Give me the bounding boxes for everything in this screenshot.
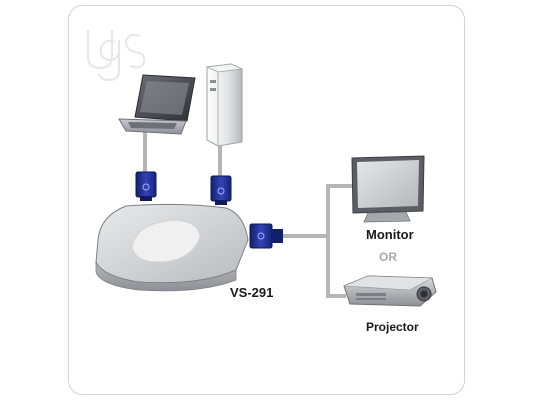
cables bbox=[143, 132, 354, 298]
vga-connector-pc bbox=[210, 175, 232, 205]
projector-icon bbox=[343, 275, 437, 307]
vga-connector-laptop bbox=[135, 171, 157, 201]
monitor-icon bbox=[351, 155, 425, 223]
projector-label: Projector bbox=[366, 320, 419, 334]
or-label: OR bbox=[379, 250, 397, 264]
laptop-icon bbox=[118, 74, 196, 135]
watermark-logo bbox=[87, 30, 146, 82]
monitor-label: Monitor bbox=[366, 227, 414, 242]
desktop-tower-icon bbox=[205, 63, 244, 147]
vs291-switch-icon bbox=[95, 203, 249, 292]
vga-connector-output bbox=[249, 223, 283, 249]
switch-label: VS-291 bbox=[230, 285, 274, 300]
